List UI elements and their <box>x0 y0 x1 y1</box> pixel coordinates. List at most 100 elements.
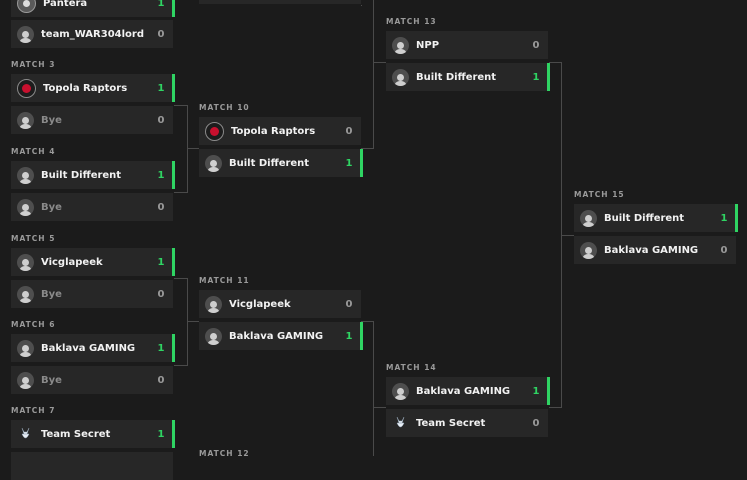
match-5-slot-bottom[interactable]: Bye 0 <box>11 280 173 308</box>
match-11-slot-bottom[interactable]: Baklava GAMING 1 <box>199 322 363 350</box>
bracket-connector <box>561 235 574 236</box>
bracket-connector <box>174 365 187 366</box>
team-name: Baklava GAMING <box>416 385 511 397</box>
user-avatar-icon <box>17 253 34 271</box>
team-score: 1 <box>157 342 165 354</box>
team-score: 0 <box>157 28 165 40</box>
team-name: NPP <box>416 39 440 51</box>
team-name: Bye <box>41 288 62 300</box>
user-avatar-icon <box>205 154 222 172</box>
match-15-slot-bottom[interactable]: Baklava GAMING 0 <box>574 236 736 264</box>
match-7-label: MATCH 7 <box>11 406 56 415</box>
match-15-label: MATCH 15 <box>574 190 625 199</box>
match-3-label: MATCH 3 <box>11 60 56 69</box>
match-10-label: MATCH 10 <box>199 103 250 112</box>
team-name: Pantera <box>43 0 88 9</box>
match-9-slot-bottom-partial[interactable] <box>199 0 361 4</box>
team-name: Bye <box>41 201 62 213</box>
team-score: 0 <box>720 244 728 256</box>
team-name: Topola Raptors <box>231 125 316 137</box>
match-2-slot-top[interactable]: Pantera 1 <box>11 0 175 17</box>
match-13-label: MATCH 13 <box>386 17 437 26</box>
team-name: team_WAR304lord <box>41 28 145 40</box>
pantera-logo-icon <box>17 0 36 13</box>
match-14-label: MATCH 14 <box>386 363 437 372</box>
user-avatar-icon <box>17 339 34 357</box>
bracket-connector <box>174 192 187 193</box>
match-6-slot-bottom[interactable]: Bye 0 <box>11 366 173 394</box>
bracket-connector <box>187 278 188 366</box>
match-6-slot-top[interactable]: Baklava GAMING 1 <box>11 334 175 362</box>
match-7-slot-bottom-partial[interactable] <box>11 452 173 480</box>
match-13-slot-bottom[interactable]: Built Different 1 <box>386 63 550 91</box>
match-11-slot-top[interactable]: Vicglapeek 0 <box>199 290 361 318</box>
match-7-slot-top[interactable]: Team Secret 1 <box>11 420 175 448</box>
team-score: 0 <box>345 298 353 310</box>
bracket-connector <box>174 105 187 106</box>
bracket-connector <box>549 62 561 63</box>
match-14-slot-bottom[interactable]: Team Secret 0 <box>386 409 548 437</box>
team-name: Built Different <box>41 169 122 181</box>
match-4-slot-top[interactable]: Built Different 1 <box>11 161 175 189</box>
bracket-connector <box>361 148 373 149</box>
match-2-slot-bottom[interactable]: team_WAR304lord 0 <box>11 20 173 48</box>
team-score: 0 <box>157 374 165 386</box>
team-score: 1 <box>157 169 165 181</box>
match-3-slot-bottom[interactable]: Bye 0 <box>11 106 173 134</box>
team-name: Baklava GAMING <box>41 342 136 354</box>
team-name: Vicglapeek <box>41 256 103 268</box>
bracket-connector <box>549 407 561 408</box>
bracket-connector <box>373 321 374 456</box>
match-5-label: MATCH 5 <box>11 234 56 243</box>
team-name: Topola Raptors <box>43 82 128 94</box>
bracket-connector <box>187 105 188 193</box>
bunny-logo-icon <box>392 415 409 432</box>
bracket-connector <box>373 407 386 408</box>
bracket-connector <box>187 321 199 322</box>
user-avatar-icon <box>17 25 34 43</box>
team-score: 1 <box>532 385 540 397</box>
team-name: Baklava GAMING <box>229 330 324 342</box>
bracket-connector <box>187 148 199 149</box>
match-11-label: MATCH 11 <box>199 276 250 285</box>
user-avatar-icon <box>205 295 222 313</box>
team-name: Built Different <box>604 212 685 224</box>
bunny-logo-icon <box>17 426 34 443</box>
match-10-slot-top[interactable]: Topola Raptors 0 <box>199 117 361 145</box>
user-avatar-icon <box>392 68 409 86</box>
team-score: 1 <box>345 157 353 169</box>
team-score: 0 <box>345 125 353 137</box>
team-score: 1 <box>157 256 165 268</box>
team-name: Bye <box>41 114 62 126</box>
match-14-slot-top[interactable]: Baklava GAMING 1 <box>386 377 550 405</box>
match-15-slot-top[interactable]: Built Different 1 <box>574 204 738 232</box>
bracket-connector <box>361 321 373 322</box>
team-score: 0 <box>532 39 540 51</box>
match-4-slot-bottom[interactable]: Bye 0 <box>11 193 173 221</box>
team-score: 1 <box>157 82 165 94</box>
match-10-slot-bottom[interactable]: Built Different 1 <box>199 149 363 177</box>
team-name: Built Different <box>416 71 497 83</box>
user-avatar-icon <box>17 166 34 184</box>
team-name: Team Secret <box>41 428 111 440</box>
bracket-connector <box>373 0 374 149</box>
team-score: 0 <box>157 201 165 213</box>
team-score: 0 <box>157 114 165 126</box>
match-3-slot-top[interactable]: Topola Raptors 1 <box>11 74 175 102</box>
user-avatar-icon <box>17 198 34 216</box>
user-avatar-icon <box>392 36 409 54</box>
team-score: 1 <box>157 0 165 9</box>
match-4-label: MATCH 4 <box>11 147 56 156</box>
team-score: 1 <box>345 330 353 342</box>
bracket-connector <box>174 278 187 279</box>
team-name: Vicglapeek <box>229 298 291 310</box>
bracket-connector <box>361 5 362 6</box>
match-12-label: MATCH 12 <box>199 449 250 458</box>
match-5-slot-top[interactable]: Vicglapeek 1 <box>11 248 175 276</box>
team-name: Team Secret <box>416 417 486 429</box>
team-score: 0 <box>532 417 540 429</box>
user-avatar-icon <box>205 327 222 345</box>
team-score: 0 <box>157 288 165 300</box>
user-avatar-icon <box>580 209 597 227</box>
match-13-slot-top[interactable]: NPP 0 <box>386 31 548 59</box>
